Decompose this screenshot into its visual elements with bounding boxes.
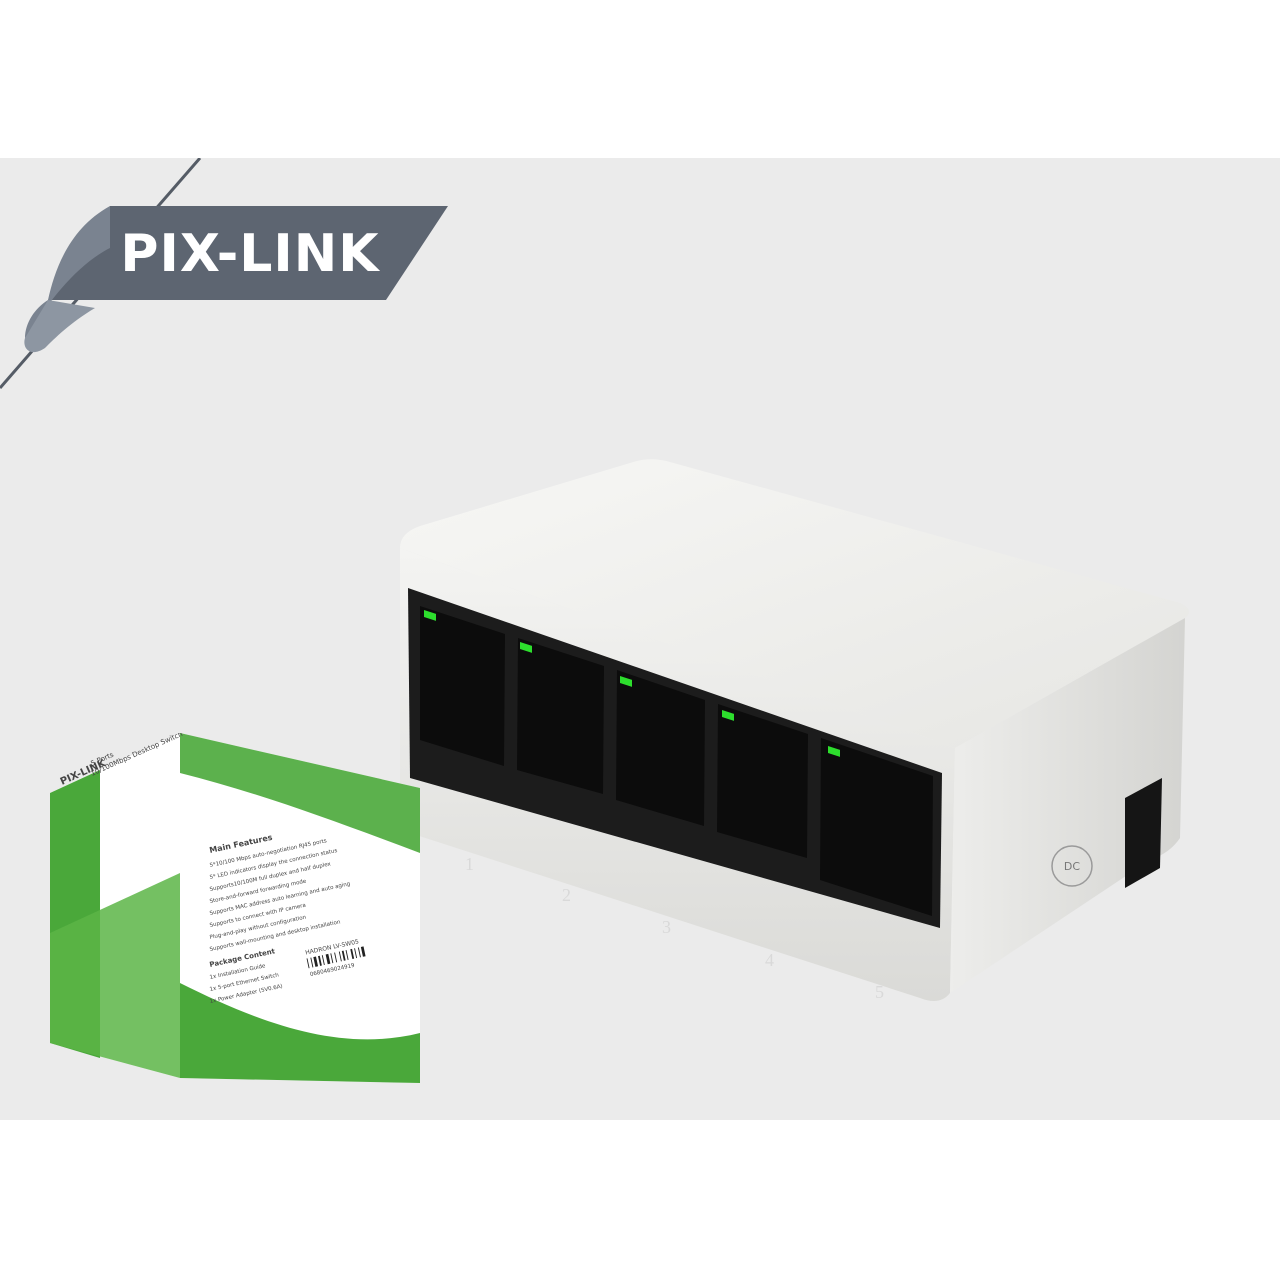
barcode-bar <box>306 958 310 969</box>
barcode-bar <box>338 951 342 962</box>
barcode-bar <box>334 952 338 963</box>
barcode-bar <box>318 955 322 966</box>
barcode <box>306 946 366 969</box>
dc-label: DC <box>1064 860 1080 873</box>
ethernet-port-1 <box>420 606 505 766</box>
ethernet-port-3 <box>616 670 705 826</box>
port-number-4: 4 <box>765 950 774 970</box>
product-photo-backdrop: PIX-LINK <box>0 158 1280 1120</box>
port-number-3: 3 <box>662 917 671 937</box>
barcode-bar <box>310 957 314 968</box>
dc-label-circle <box>1051 845 1093 887</box>
product-box: PIX-LINK 5 Ports 10/100Mbps Desktop Swit… <box>50 733 420 1083</box>
barcode-bar <box>330 953 334 964</box>
barcode-bar <box>321 955 325 966</box>
barcode-bar <box>354 948 358 959</box>
dc-power-jack <box>1125 778 1162 888</box>
barcode-bar <box>350 948 355 959</box>
barcode-bar <box>357 947 361 958</box>
barcode-bar <box>341 950 346 961</box>
ethernet-port-4 <box>717 704 808 858</box>
barcode-bar <box>313 956 319 967</box>
brand-logo-text: PIX-LINK <box>120 224 380 284</box>
ethernet-port-2 <box>517 638 604 794</box>
ethernet-switch: 1 2 3 4 5 DC <box>400 459 1189 1002</box>
barcode-bar <box>325 953 331 965</box>
port-number-1: 1 <box>465 854 474 874</box>
port-number-5: 5 <box>875 982 884 1002</box>
barcode-bar <box>360 946 366 957</box>
barcode-bar <box>345 950 349 960</box>
brand-logo-banner: PIX-LINK <box>0 158 448 389</box>
port-number-2: 2 <box>562 885 571 905</box>
ethernet-port-5 <box>820 738 933 916</box>
